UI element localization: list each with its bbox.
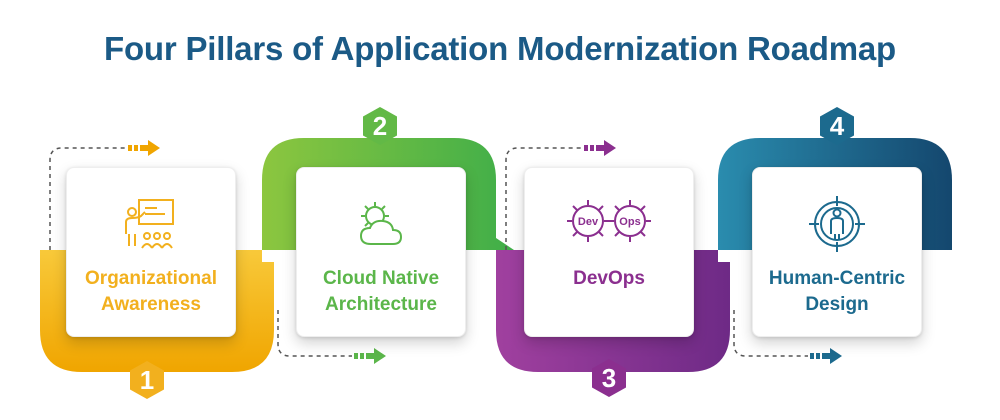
page-title: Four Pillars of Application Modernizatio… <box>103 30 896 67</box>
cloud-gear-icon <box>359 202 403 245</box>
svg-text:Dev: Dev <box>578 216 599 228</box>
ops-gear-icon <box>609 200 651 242</box>
arrow-head-1 <box>128 140 160 156</box>
pillar-card-3: Dev Ops DevOps <box>524 167 694 337</box>
person-target-icon <box>809 196 865 252</box>
presentation-icon <box>125 199 174 249</box>
pillar-number-3: 3 <box>589 358 629 398</box>
pillar-number-2: 2 <box>360 106 400 146</box>
arrow-head-4 <box>810 348 842 364</box>
pillar-number-4: 4 <box>817 106 857 146</box>
dashed-arrow-4 <box>733 310 808 357</box>
dev-gear-icon <box>567 200 609 242</box>
dashed-arrow-2 <box>277 310 352 357</box>
arrow-head-3 <box>584 140 616 156</box>
pillar-number-1: 1 <box>127 360 167 400</box>
dashed-arrow-1 <box>49 147 126 250</box>
svg-text:Ops: Ops <box>619 216 640 228</box>
arrow-head-2 <box>354 348 386 364</box>
dashed-arrow-3 <box>505 147 582 250</box>
devops-gears-icon: Dev Ops <box>567 200 651 242</box>
pillar-label-3: DevOps <box>573 268 645 289</box>
